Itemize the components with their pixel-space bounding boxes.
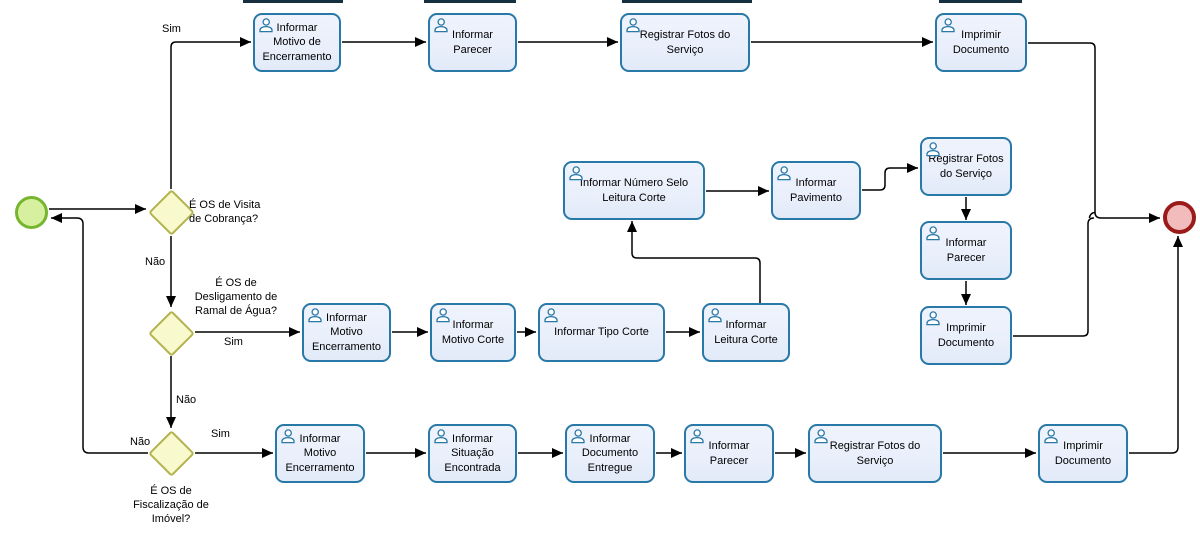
- user-icon: [542, 307, 559, 324]
- task-label: Informar Motivo Corte: [441, 319, 505, 346]
- task-registrar-fotos-do-servico-3[interactable]: Registrar Fotos do Serviço: [808, 424, 942, 483]
- branch-label-nao: Não: [176, 394, 197, 406]
- task-informar-parecer-3[interactable]: Informar Parecer: [684, 424, 774, 483]
- task-informar-motivo-encerramento-2[interactable]: Informar Motivo Encerramento: [275, 424, 365, 483]
- task-imprimir-documento[interactable]: Imprimir Documento: [935, 13, 1027, 72]
- user-icon: [775, 165, 792, 182]
- gateway-label: É OS de Desligamento de Ramal de Água?: [194, 277, 278, 317]
- task-registrar-fotos-do-servico-2[interactable]: Registrar Fotos do Serviço: [920, 137, 1012, 196]
- task-label: Registrar Fotos do Serviço: [928, 153, 1004, 180]
- flow-leitura-to-selo: [627, 221, 761, 303]
- task-label: Imprimir Documento: [937, 322, 995, 349]
- branch-label-nao: Não: [145, 256, 166, 268]
- task-label: Informar Pavimento: [790, 177, 842, 204]
- flow-pavimento-to-fotos: [862, 163, 918, 191]
- task-informar-documento-entregue[interactable]: Informar Documento Entregue: [565, 424, 655, 483]
- task-informar-tipo-corte[interactable]: Informar Tipo Corte: [538, 303, 665, 362]
- task-label: Informar Motivo de Encerramento: [262, 22, 332, 63]
- branch-label-nao: Não: [130, 436, 151, 448]
- user-icon: [567, 165, 584, 182]
- branch-label-sim: Sim: [211, 428, 230, 440]
- user-icon: [279, 428, 296, 445]
- user-icon: [624, 17, 641, 34]
- task-imprimir-documento-2[interactable]: Imprimir Documento: [920, 306, 1012, 365]
- task-informar-motivo-de-encerramento[interactable]: Informar Motivo de Encerramento: [253, 13, 341, 72]
- user-icon: [706, 307, 723, 324]
- task-label: Informar Parecer: [945, 237, 987, 264]
- start-event[interactable]: [15, 196, 48, 229]
- task-label: Informar Parecer: [452, 29, 493, 56]
- task-informar-motivo-corte[interactable]: Informar Motivo Corte: [430, 303, 516, 362]
- task-label: Informar Leitura Corte: [714, 319, 778, 346]
- task-informar-leitura-corte[interactable]: Informar Leitura Corte: [702, 303, 790, 362]
- task-label: Registrar Fotos do Serviço: [829, 440, 921, 467]
- user-icon: [812, 428, 829, 445]
- task-informar-motivo-encerramento[interactable]: Informar Motivo Encerramento: [302, 303, 391, 362]
- user-icon: [688, 428, 705, 445]
- task-registrar-fotos-do-servico[interactable]: Registrar Fotos do Serviço: [620, 13, 750, 72]
- gateway-label: É OS de Visita de Cobrança?: [189, 199, 261, 225]
- task-informar-parecer[interactable]: Informar Parecer: [428, 13, 517, 72]
- user-icon: [924, 141, 941, 158]
- user-icon: [432, 428, 449, 445]
- cropped-edge-artifact: [243, 0, 343, 3]
- flow-gw1-yes: [170, 37, 251, 189]
- task-label: Informar Situação Encontrada: [444, 433, 501, 474]
- branch-label-sim: Sim: [162, 23, 181, 35]
- task-label: Informar Motivo Encerramento: [285, 433, 355, 474]
- user-icon: [257, 17, 274, 34]
- task-label: Informar Número Selo Leitura Corte: [579, 177, 689, 204]
- cropped-edge-artifact: [622, 0, 752, 3]
- task-informar-pavimento[interactable]: Informar Pavimento: [771, 161, 861, 220]
- cropped-edge-artifact: [939, 0, 1022, 3]
- flow-mid-to-end: [1013, 217, 1095, 337]
- user-icon: [432, 17, 449, 34]
- flow-line-hop: [1088, 211, 1096, 219]
- task-label: Imprimir Documento: [1054, 440, 1112, 467]
- cropped-edge-artifact: [424, 0, 516, 3]
- task-label: Informar Documento Entregue: [581, 433, 639, 474]
- task-label: Informar Tipo Corte: [554, 326, 649, 339]
- task-informar-numero-selo-leitura-corte[interactable]: Informar Número Selo Leitura Corte: [563, 161, 705, 220]
- task-label: Registrar Fotos do Serviço: [639, 29, 731, 56]
- end-event[interactable]: [1163, 201, 1196, 234]
- branch-label-sim: Sim: [224, 336, 243, 348]
- task-label: Informar Parecer: [708, 440, 750, 467]
- user-icon: [306, 307, 323, 324]
- task-label: Informar Motivo Encerramento: [311, 312, 382, 353]
- gateway-label: É OS de Fiscalização de Imóvel?: [133, 485, 209, 525]
- user-icon: [1042, 428, 1059, 445]
- user-icon: [924, 310, 941, 327]
- flow-bottom-to-end: [1129, 236, 1183, 454]
- task-informar-parecer-2[interactable]: Informar Parecer: [920, 221, 1012, 280]
- task-informar-situacao-encontrada[interactable]: Informar Situação Encontrada: [428, 424, 517, 483]
- flow-gw3-no-loop: [51, 213, 148, 454]
- user-icon: [569, 428, 586, 445]
- task-imprimir-documento-3[interactable]: Imprimir Documento: [1038, 424, 1128, 483]
- task-label: Imprimir Documento: [952, 29, 1010, 56]
- user-icon: [924, 225, 941, 242]
- user-icon: [434, 307, 451, 324]
- flow-top-to-end: [1028, 42, 1160, 223]
- user-icon: [939, 17, 956, 34]
